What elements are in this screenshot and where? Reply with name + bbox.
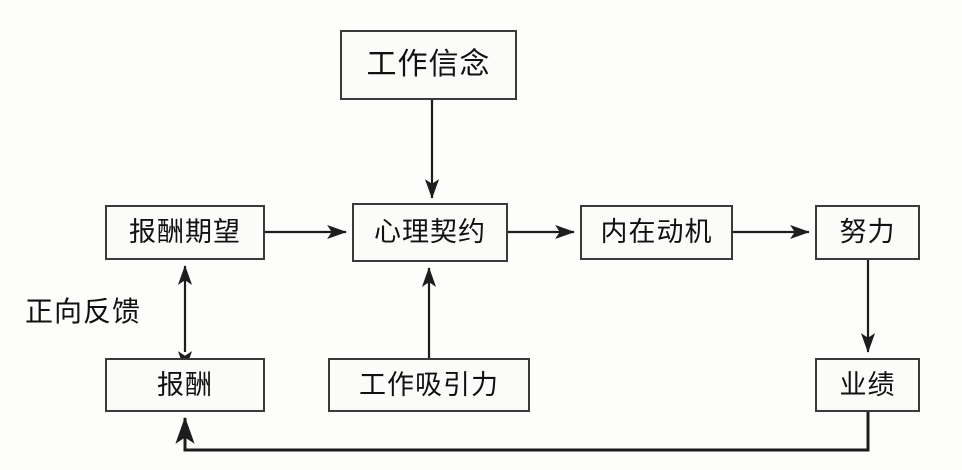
- node-pay-expectation[interactable]: 报酬期望: [105, 205, 265, 260]
- node-performance[interactable]: 业绩: [815, 358, 920, 412]
- node-work-belief[interactable]: 工作信念: [340, 30, 517, 100]
- edge-performance-to-pay-feedback: [175, 412, 870, 452]
- node-label: 努力: [839, 217, 896, 248]
- node-label: 报酬期望: [129, 217, 241, 248]
- node-pay[interactable]: 报酬: [105, 358, 265, 412]
- positive-feedback-label: 正向反馈: [25, 295, 142, 328]
- node-label: 业绩: [839, 369, 896, 401]
- node-label: 工作吸引力: [359, 369, 499, 401]
- node-label: 工作信念: [366, 47, 491, 82]
- node-label: 内在动机: [600, 217, 713, 248]
- node-label: 报酬: [157, 369, 213, 401]
- node-effort[interactable]: 努力: [815, 205, 920, 260]
- node-intrinsic-motive[interactable]: 内在动机: [580, 205, 733, 260]
- node-label: 心理契约: [374, 217, 486, 248]
- node-job-attraction[interactable]: 工作吸引力: [328, 358, 530, 412]
- node-psych-contract[interactable]: 心理契约: [352, 203, 508, 262]
